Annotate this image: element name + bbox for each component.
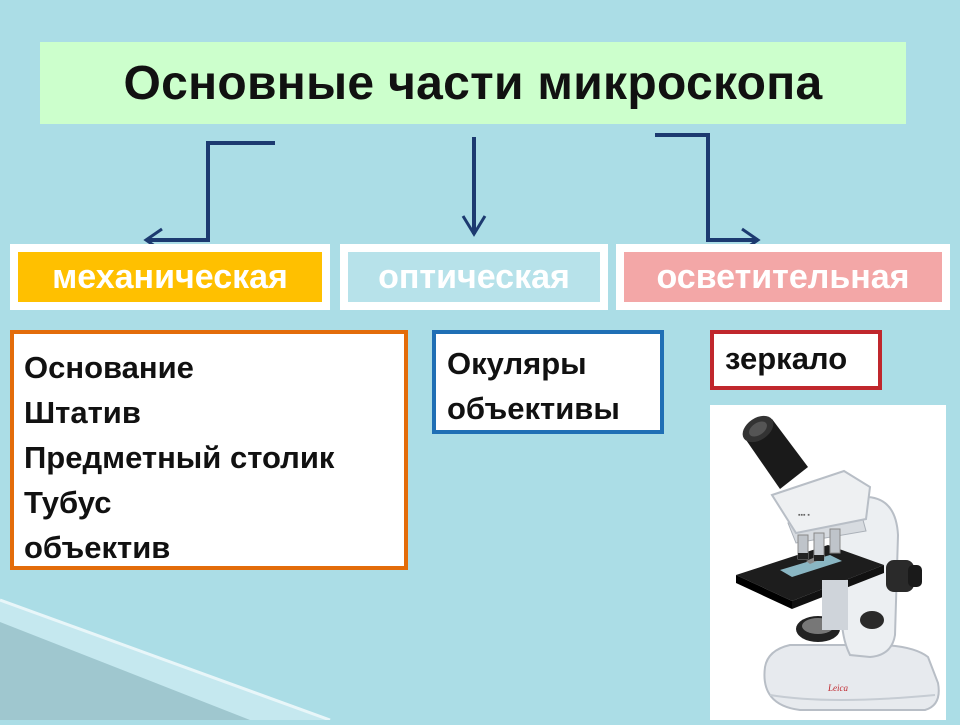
category-lighting-label: осветительная — [624, 252, 942, 302]
svg-text:▪▪▪ ▪: ▪▪▪ ▪ — [798, 512, 810, 519]
part-stand: Штатив — [24, 395, 141, 430]
part-base: Основание — [24, 350, 194, 385]
arrow-to-mechanical — [148, 141, 275, 242]
category-optical: оптическая — [340, 244, 608, 310]
optical-parts-box: Окуляры объективы — [432, 330, 664, 434]
arrowhead-optical — [461, 215, 487, 237]
svg-text:Leica: Leica — [827, 683, 848, 693]
part-tube: Тубус — [24, 485, 112, 520]
category-mechanical: механическая — [10, 244, 330, 310]
lighting-parts-box: зеркало — [710, 330, 882, 390]
category-optical-label: оптическая — [348, 252, 600, 302]
part-objectives: объективы — [447, 391, 620, 426]
category-mechanical-label: механическая — [18, 252, 322, 302]
mechanical-parts-box: Основание Штатив Предметный столик Тубус… — [10, 330, 408, 570]
microscope-icon: ▪▪▪ ▪ Leica — [736, 415, 940, 711]
page-title: Основные части микроскопа — [123, 56, 823, 110]
category-lighting: осветительная — [616, 244, 950, 310]
part-objective: объектив — [24, 530, 171, 565]
arrow-to-lighting — [655, 133, 758, 242]
microscope-photo: ▪▪▪ ▪ Leica — [710, 405, 946, 720]
part-stage: Предметный столик — [24, 440, 335, 475]
title-banner: Основные части микроскопа — [40, 42, 906, 124]
part-eyepieces: Окуляры — [447, 346, 587, 381]
part-mirror: зеркало — [725, 341, 848, 376]
